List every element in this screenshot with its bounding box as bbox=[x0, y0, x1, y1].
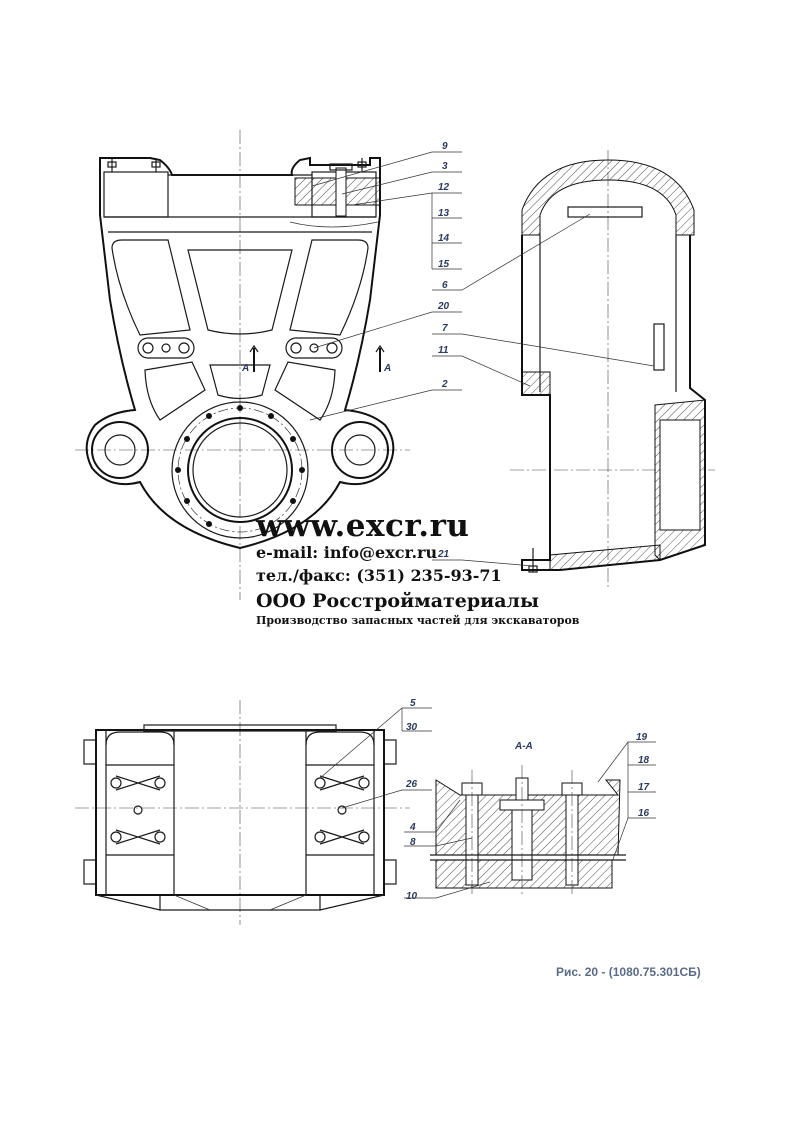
callout-label: 2 bbox=[441, 379, 448, 390]
watermark-tagline: Производство запасных частей для экскава… bbox=[256, 614, 580, 627]
callout-label: 7 bbox=[442, 323, 448, 334]
watermark-company: ООО Росстройматериалы bbox=[256, 590, 539, 612]
callout-label: 15 bbox=[438, 259, 450, 270]
callout-label: 14 bbox=[438, 233, 450, 244]
callout-label: 19 bbox=[636, 732, 648, 743]
callout-label: 17 bbox=[638, 782, 650, 793]
bolt-circle bbox=[175, 405, 305, 527]
callout-label: 21 bbox=[437, 549, 450, 560]
callout-label: 20 bbox=[437, 301, 450, 312]
callout-label: 16 bbox=[638, 808, 650, 819]
figure-caption: Рис. 20 - (1080.75.301СБ) bbox=[556, 965, 701, 979]
front-view: A A bbox=[75, 130, 410, 600]
callout-label: 4 bbox=[409, 822, 416, 833]
side-view bbox=[510, 150, 715, 590]
plan-view bbox=[75, 700, 410, 925]
callout-label: 26 bbox=[405, 779, 418, 790]
callout-label: 12 bbox=[438, 182, 450, 193]
callout-label: 9 bbox=[442, 141, 448, 152]
callout-label: 11 bbox=[438, 345, 449, 356]
section-a-a: A-A bbox=[430, 741, 626, 895]
watermark-email: e-mail: info@excr.ru bbox=[256, 543, 438, 562]
callout-label: 8 bbox=[410, 837, 416, 848]
watermark-site: www.excr.ru bbox=[256, 508, 470, 544]
section-mark-right: A bbox=[383, 363, 391, 374]
watermark-phone: тел./факс: (351) 235-93-71 bbox=[256, 566, 502, 585]
section-title: A-A bbox=[514, 741, 533, 752]
callout-labels: 9 3 12 13 14 15 6 20 7 11 2 21 5 30 26 4… bbox=[405, 141, 650, 902]
callout-label: 3 bbox=[442, 161, 448, 172]
leader-lines bbox=[309, 151, 656, 899]
callout-label: 10 bbox=[406, 891, 418, 902]
callout-label: 13 bbox=[438, 208, 450, 219]
section-mark-left: A bbox=[241, 363, 249, 374]
callout-label: 18 bbox=[638, 755, 650, 766]
callout-label: 6 bbox=[442, 280, 448, 291]
callout-label: 30 bbox=[406, 722, 418, 733]
callout-label: 5 bbox=[410, 698, 416, 709]
